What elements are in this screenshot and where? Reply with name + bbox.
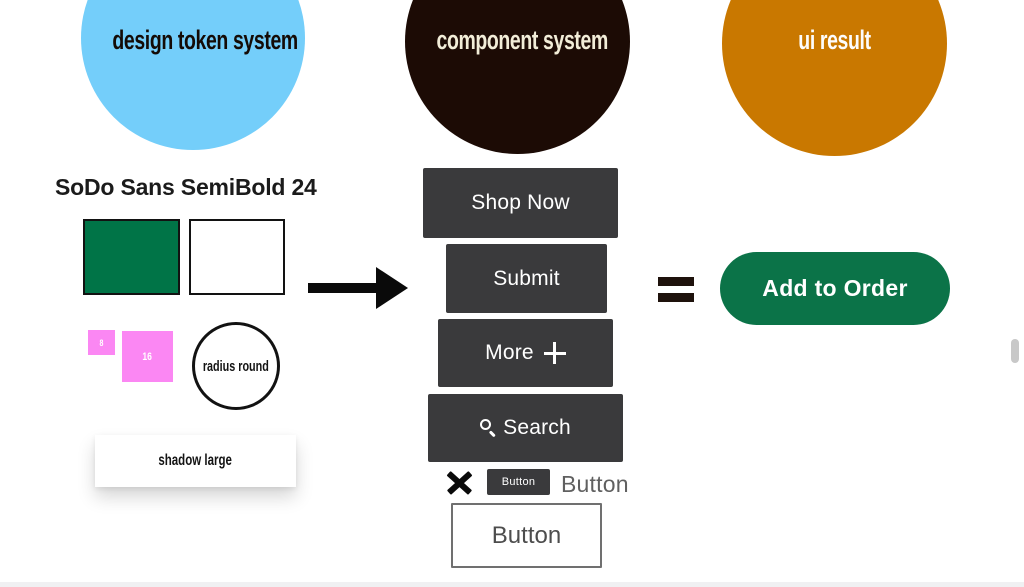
plus-icon [543,342,566,364]
submit-label: Submit [493,266,560,290]
spacing-token-8: 8 [88,330,115,355]
shop-now-button[interactable]: Shop Now [423,168,618,238]
typography-token-label: SoDo Sans SemiBold 24 [55,174,317,200]
radius-round-token: radius round [192,322,280,410]
close-x-icon [446,470,473,495]
bottom-edge-strip [0,582,1024,587]
outlined-button[interactable]: Button [451,503,602,568]
shop-now-label: Shop Now [471,191,570,214]
button-text-label: Button [561,471,629,497]
arrow-shaft [308,283,380,293]
component-system-circle: component system [405,0,630,154]
design-token-system-label: design token system [112,25,298,55]
search-button[interactable]: Search [428,394,623,462]
submit-button[interactable]: Submit [446,244,607,313]
green-color-swatch [83,219,180,295]
equals-icon [658,277,694,302]
add-to-order-label: Add to Order [762,275,908,301]
more-button[interactable]: More [438,319,613,387]
ui-result-circle: ui result [722,0,947,156]
ui-result-label: ui result [798,25,871,55]
more-label: More [485,341,534,364]
design-token-system-circle: design token system [81,0,305,150]
small-button-chip[interactable]: Button [487,469,550,495]
arrow-head [376,267,408,309]
spacing-token-16: 16 [122,331,173,382]
shadow-large-token: shadow large [95,435,296,487]
component-system-label: component system [436,25,609,55]
shadow-large-label: shadow large [158,452,233,469]
vertical-scrollbar-thumb[interactable] [1011,339,1019,363]
search-label: Search [503,416,571,439]
add-to-order-button[interactable]: Add to Order [720,252,950,325]
radius-round-label: radius round [203,357,270,375]
spacing-16-label: 16 [142,350,153,363]
small-button-chip-label: Button [501,476,536,488]
search-icon [480,419,496,438]
right-arrow-icon [308,262,408,314]
white-color-swatch [189,219,285,295]
outlined-button-label: Button [491,521,562,549]
spacing-8-label: 8 [99,337,104,348]
